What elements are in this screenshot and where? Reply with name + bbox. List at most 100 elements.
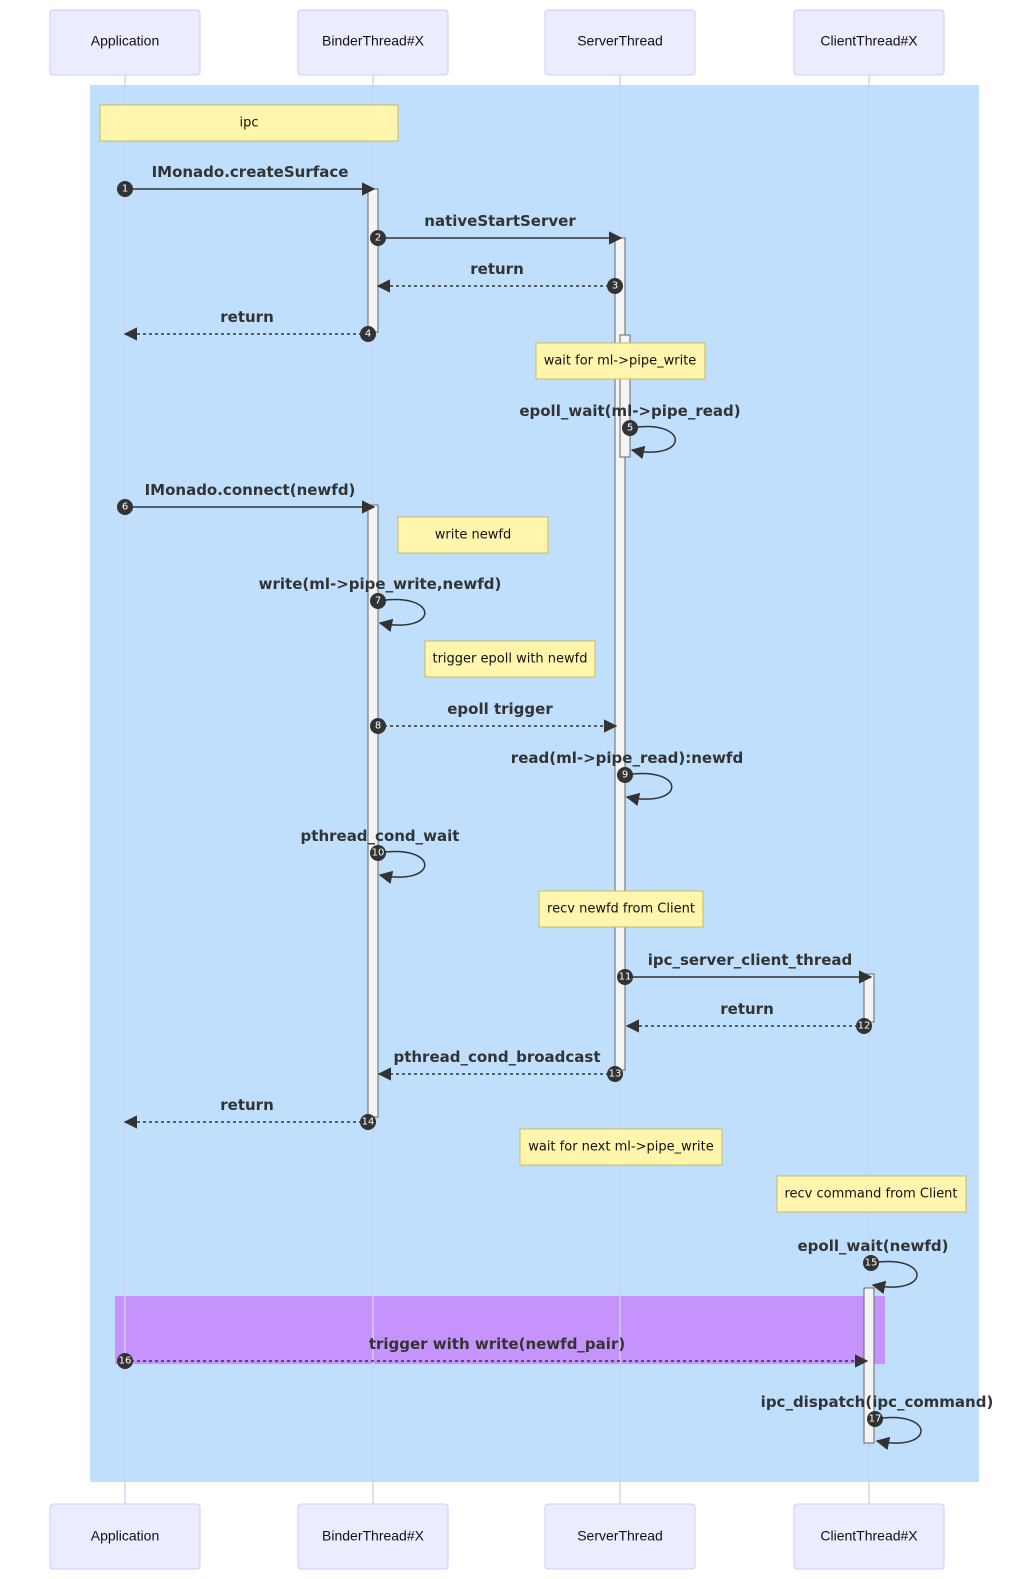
message-4: return 4: [123, 308, 376, 342]
note-text: recv newfd from Client: [547, 902, 695, 917]
note-text: wait for ml->pipe_write: [544, 354, 697, 369]
sequence-number-badge: [360, 326, 376, 342]
note-write-newfd: write newfd: [397, 516, 549, 554]
sequence-number-badge: [617, 767, 633, 783]
note-text: write newfd: [435, 528, 512, 543]
actor-top-client-thread: ClientThread#X: [793, 9, 945, 76]
sequence-number-badge: [370, 718, 386, 734]
sequence-number: 7: [375, 596, 381, 607]
message-label: IMonado.createSurface: [152, 163, 349, 181]
sequence-number: 2: [375, 233, 381, 244]
actor-top-binder-thread: BinderThread#X: [297, 9, 449, 76]
actor-label: BinderThread#X: [322, 33, 425, 49]
sequence-number-badge: [370, 230, 386, 246]
message-label: pthread_cond_broadcast: [393, 1048, 600, 1066]
actor-label: BinderThread#X: [322, 1528, 425, 1544]
message-17: ipc_dispatch(ipc_command) 17: [761, 1393, 994, 1451]
sequence-number: 10: [372, 848, 385, 859]
note-wait-next-pipe-write: wait for next ml->pipe_write: [519, 1128, 723, 1166]
sequence-number-badge: [622, 420, 638, 436]
sequence-number: 17: [869, 1414, 882, 1425]
message-14: return 14: [123, 1096, 376, 1130]
actor-label: ServerThread: [577, 33, 663, 49]
note-text: trigger epoll with newfd: [432, 652, 587, 667]
sequence-number-badge: [360, 1114, 376, 1130]
sequence-number: 16: [119, 1356, 132, 1367]
actor-label: Application: [91, 33, 160, 49]
sequence-number: 4: [365, 329, 371, 340]
sequence-number: 3: [612, 281, 618, 292]
message-8: epoll trigger 8: [370, 700, 618, 734]
note-text: ipc: [239, 116, 258, 131]
message-12: return 12: [625, 1000, 872, 1034]
actor-bottom-client-thread: ClientThread#X: [793, 1503, 945, 1570]
note-recv-command: recv command from Client: [776, 1175, 967, 1213]
sequence-number-badge: [117, 181, 133, 197]
message-label: trigger with write(newfd_pair): [369, 1335, 625, 1353]
actor-label: Application: [91, 1528, 160, 1544]
actor-top-server-thread: ServerThread: [544, 9, 696, 76]
sequence-number-badge: [370, 593, 386, 609]
note-recv-newfd: recv newfd from Client: [538, 890, 704, 928]
sequence-number: 13: [609, 1069, 622, 1080]
sequence-number-badge: [856, 1018, 872, 1034]
sequence-number-badge: [370, 845, 386, 861]
note-ipc: ipc: [99, 104, 399, 142]
activation-client-1: [863, 973, 875, 1023]
message-label: epoll trigger: [447, 700, 553, 718]
sequence-number-badge: [117, 1353, 133, 1369]
message-label: nativeStartServer: [424, 212, 576, 230]
message-label: return: [220, 308, 274, 326]
message-13: pthread_cond_broadcast 13: [377, 1048, 623, 1082]
message-label: write(ml->pipe_write,newfd): [259, 575, 502, 593]
message-2: nativeStartServer 2: [370, 212, 623, 246]
message-label: epoll_wait(newfd): [798, 1237, 949, 1255]
message-11: ipc_server_client_thread 11: [617, 951, 873, 985]
sequence-number: 15: [865, 1258, 878, 1269]
sequence-number: 9: [622, 770, 628, 781]
note-text: recv command from Client: [784, 1187, 957, 1202]
message-15: epoll_wait(newfd) 15: [798, 1237, 949, 1295]
actor-label: ClientThread#X: [820, 33, 918, 49]
sequence-number: 6: [122, 502, 128, 513]
note-trigger-epoll: trigger epoll with newfd: [424, 640, 596, 678]
message-16: trigger with write(newfd_pair) 16: [117, 1335, 869, 1369]
note-text: wait for next ml->pipe_write: [528, 1140, 714, 1155]
note-wait-pipe-write: wait for ml->pipe_write: [535, 342, 706, 380]
actor-label: ServerThread: [577, 1528, 663, 1544]
sequence-number-badge: [117, 499, 133, 515]
message-label: return: [470, 260, 524, 278]
message-6: IMonado.connect(newfd) 6: [117, 481, 376, 515]
message-label: pthread_cond_wait: [301, 827, 460, 845]
message-label: return: [720, 1000, 774, 1018]
sequence-number: 12: [858, 1021, 871, 1032]
actor-bottom-application: Application: [49, 1503, 201, 1570]
message-7: write(ml->pipe_write,newfd) 7: [259, 575, 502, 632]
actor-bottom-server-thread: ServerThread: [544, 1503, 696, 1570]
sequence-number: 5: [627, 423, 633, 434]
sequence-number-badge: [617, 969, 633, 985]
ipc-region: [90, 85, 979, 1482]
sequence-number-badge: [867, 1411, 883, 1427]
message-5: epoll_wait(ml->pipe_read) 5: [519, 402, 741, 460]
message-9: read(ml->pipe_read):newfd 9: [511, 749, 743, 806]
message-1: IMonado.createSurface 1: [117, 163, 376, 197]
actor-top-application: Application: [49, 9, 201, 76]
activation-binder-1: [367, 188, 379, 333]
message-3: return 3: [376, 260, 623, 294]
message-10: pthread_cond_wait 10: [301, 827, 460, 884]
actor-bottom-binder-thread: BinderThread#X: [297, 1503, 449, 1570]
sequence-number: 8: [375, 721, 381, 732]
message-label: ipc_server_client_thread: [648, 951, 853, 969]
sequence-number-badge: [607, 278, 623, 294]
sequence-number: 1: [122, 184, 128, 195]
sequence-number: 14: [362, 1117, 375, 1128]
message-label: IMonado.connect(newfd): [145, 481, 356, 499]
sequence-number-badge: [607, 1066, 623, 1082]
message-label: ipc_dispatch(ipc_command): [761, 1393, 994, 1411]
message-label: return: [220, 1096, 274, 1114]
sequence-number-badge: [863, 1255, 879, 1271]
message-label: read(ml->pipe_read):newfd: [511, 749, 743, 767]
